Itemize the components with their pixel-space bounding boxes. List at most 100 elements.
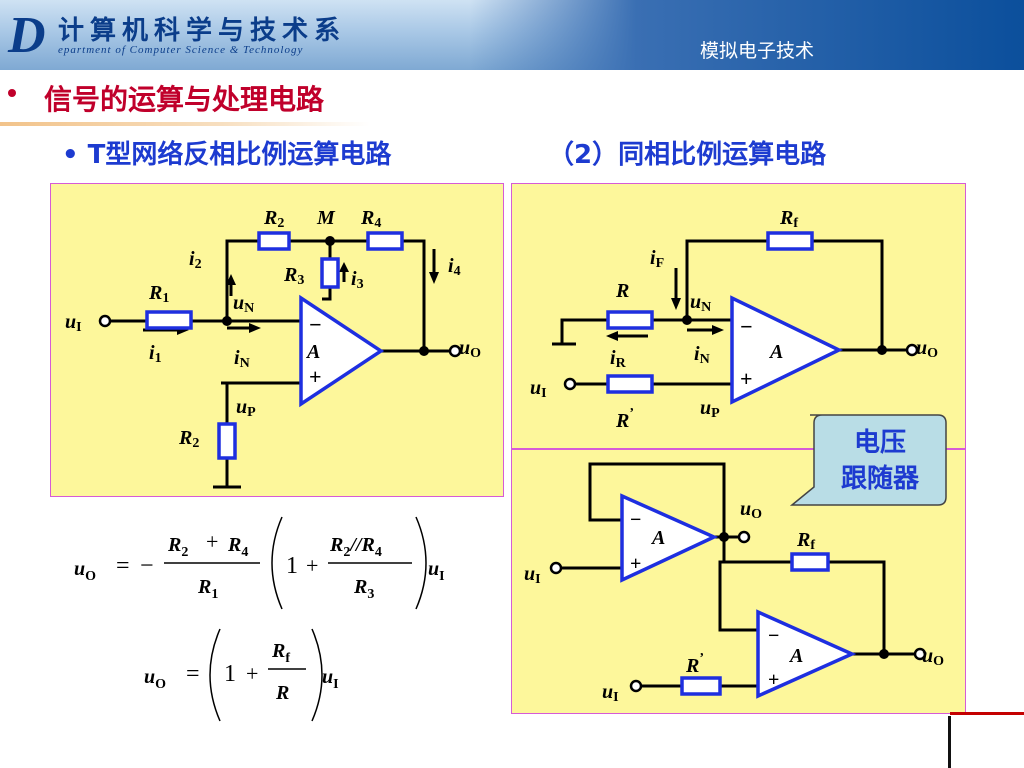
section-underline [0,122,370,126]
label-ui: uI [530,377,547,401]
output-terminal-uo [448,344,462,358]
f2-paren-left [209,628,221,722]
if-arrow-icon [671,298,681,310]
label-r1: R1 [148,282,169,306]
op1-plus-sign: + [630,553,641,575]
corner-accent-bar [948,716,951,768]
f2-ui: uI [322,666,339,692]
label-i2: i2 [189,248,202,272]
f1-paren-left [271,516,283,610]
op2-minus-sign: − [768,625,779,647]
f1-equals: = [116,553,130,579]
resistor-r3 [320,257,340,289]
op1-label-a: A [650,527,665,549]
noninverting-circuit-diagram: Rf iF R uN iR iN uI R’ uP uO − + A [530,207,938,432]
label-m: M [316,207,336,229]
f1-uo: uO [74,558,96,584]
label-ui-1: uI [524,563,541,587]
label-i3: i3 [351,268,364,292]
f1-num-r2r4: R2//R4 [329,534,382,560]
formula-noninverting: uO = 1 + Rf R uI [144,628,339,722]
node-n [682,315,692,325]
resistor-r1 [145,310,193,330]
formulas: uO = − R2 + R4 R1 1 + R2//R4 R3 uI uO = … [74,516,445,722]
label-ir: iR [610,347,627,371]
iN-arrow-icon [249,323,261,333]
subhead-t-network: • T型网络反相比例运算电路 [62,140,392,170]
f1-num-r2: R2 [167,534,188,560]
label-ui-2: uI [602,681,619,705]
department-name-cn: 计算机科学与技术系 [58,16,347,46]
input-terminal-ui-1 [549,561,563,575]
label-i1: i1 [149,342,162,366]
label-up: uP [236,396,256,420]
label-un: uN [233,292,254,316]
circuit-wires [552,239,908,386]
label-ui: uI [65,311,82,335]
f2-uo: uO [144,666,166,692]
op2-plus-sign: + [768,669,779,691]
label-un: uN [690,291,711,315]
node-n [222,316,232,326]
label-uo: uO [916,337,938,361]
label-rf: Rf [796,529,815,553]
resistor-r4 [366,231,404,251]
label-uo-2: uO [922,645,944,669]
f2-one: 1 [224,661,236,687]
op-label-a: A [305,341,320,363]
subhead-noninverting: （2）同相比例运算电路 [548,140,827,170]
voltage-follower-callout: 电压 跟随器 [790,414,947,506]
f2-den-r: R [275,682,289,704]
resistor-rf [790,552,830,572]
op-minus-sign: − [309,312,322,337]
noninverting-circuit-panel: Rf iF R uN iR iN uI R’ uP uO − + A [511,183,966,449]
f2-paren-right [311,628,323,722]
resistor-r2-top [257,231,291,251]
f1-ui: uI [428,558,445,584]
t-network-circuit-panel: R2 M R4 R3 i3 i4 i2 R1 uI i1 uN iN uP R2… [50,183,504,497]
resistor-r [606,310,654,330]
output-terminal-uo-2 [913,647,927,661]
label-in: iN [694,343,710,367]
f1-num-r4: R4 [227,534,248,560]
corner-accent-line [950,712,1024,715]
f1-num-plus: + [206,529,218,554]
header-banner [470,0,1024,70]
label-rf: Rf [779,207,798,231]
f1-plus: + [306,553,318,578]
formula-t-network: uO = − R2 + R4 R1 1 + R2//R4 R3 uI [74,516,445,610]
circuit-wires [109,239,451,489]
output-node [419,346,429,356]
op-amp-a [299,294,385,408]
resistor-r-prime [606,374,654,394]
f2-plus: + [246,661,258,686]
i3-arrow-icon [339,262,349,272]
callout-line2: 跟随器 [841,463,920,493]
input-terminal-ui [563,377,577,391]
label-uo-1: uO [740,498,762,522]
label-if: iF [650,247,664,271]
callout-bubble [790,414,947,506]
in-arrow-icon [712,325,724,335]
callout-line1: 电压 [854,428,906,457]
bullet-icon [8,89,16,97]
f2-equals: = [186,661,200,687]
input-terminal-ui-2 [629,679,643,693]
department-name-en: epartment of Computer Science & Technolo… [58,44,304,56]
output-node-1 [719,532,729,542]
op2-label-a: A [788,645,803,667]
resistor-r2-bottom [217,422,237,460]
op-plus-sign: + [740,366,753,391]
ir-arrow-icon [606,331,618,341]
label-r2-top: R2 [263,207,284,231]
resistor-r-prime [680,676,722,696]
f1-den-r1: R1 [197,576,218,602]
output-terminal-uo-1 [737,530,751,544]
label-r-prime: R’ [615,406,634,432]
section-title: 信号的运算与处理电路 [44,83,325,116]
node-m [325,236,335,246]
label-r3: R3 [283,264,304,288]
course-title: 模拟电子技术 [699,40,814,62]
op-label-a: A [768,341,783,363]
follower-op-amp-1 [620,493,719,583]
